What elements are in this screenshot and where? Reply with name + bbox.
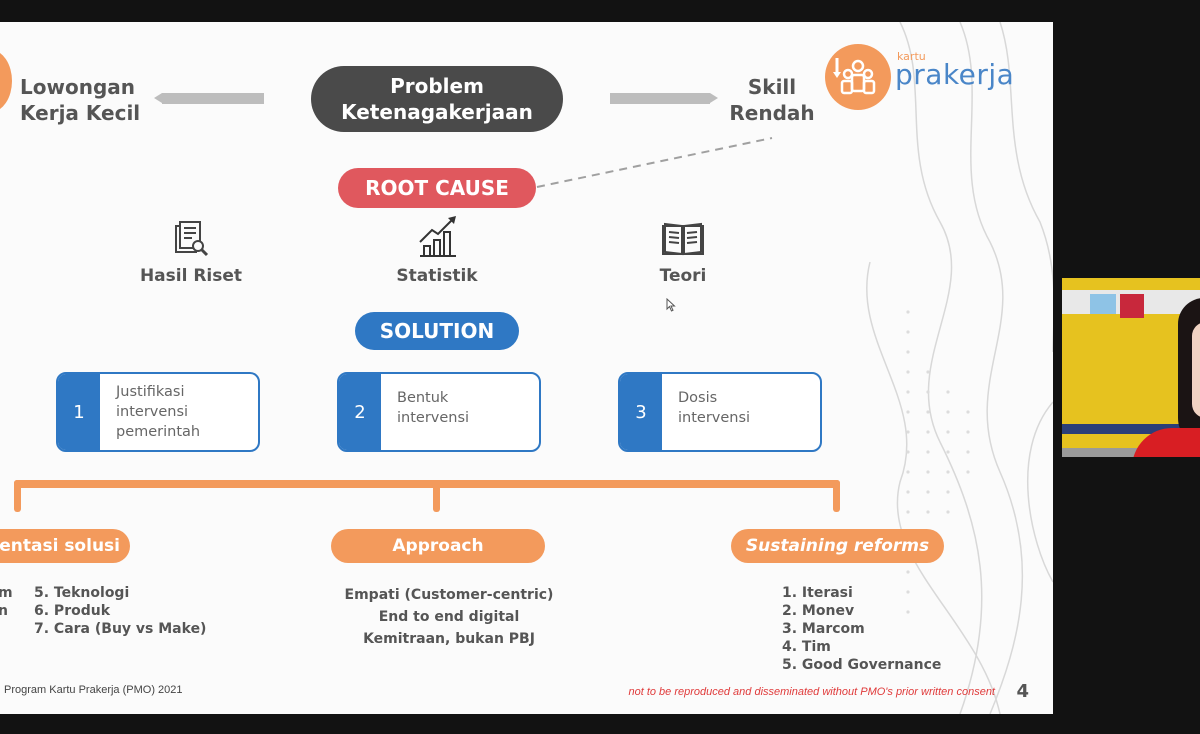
list-item: 5. Teknologi [34, 585, 130, 601]
open-book-icon [662, 222, 704, 256]
left-arrow-head [154, 93, 162, 103]
source-label: Teori [659, 266, 707, 286]
video-logo-blue [1090, 294, 1116, 314]
label-line: Rendah [729, 101, 815, 125]
participant-face [1192, 322, 1200, 418]
pill-label: entasi solusi [0, 536, 120, 556]
approach-list: Empati (Customer-centric) End to end dig… [330, 584, 568, 650]
presentation-slide: Lowongan Kerja Kecil Problem Ketenagaker… [0, 22, 1053, 714]
label-line: Skill [747, 75, 797, 99]
video-stripe-blue [1062, 424, 1200, 434]
list-item: 7. Cara (Buy vs Make) [34, 621, 207, 637]
pill-line: Problem [390, 74, 484, 98]
card-text: Bentuk intervensi [381, 374, 469, 450]
logo-people-icon [825, 44, 891, 110]
source-label: Hasil Riset [139, 266, 243, 286]
label-line: Kerja Kecil [20, 101, 141, 125]
solution-card-3: 3 Dosis intervensi [618, 372, 822, 452]
skill-rendah-label: Skill Rendah [726, 74, 818, 126]
approach-pill: Approach [331, 529, 545, 563]
footer-copyright: Program Kartu Prakerja (PMO) 2021 [4, 684, 183, 696]
logo-small-text: kartu [897, 50, 926, 63]
implementasi-list-col2: 5. Teknologi 6. Produk 7. Cara (Buy vs M… [34, 584, 206, 638]
source-hasil-riset: Hasil Riset [111, 218, 271, 286]
pill-line: Ketenagakerjaan [341, 100, 533, 124]
bracket-right-leg [833, 480, 840, 512]
list-item: Kemitraan, bukan PBJ [363, 631, 535, 647]
right-arrow-head [710, 93, 718, 103]
source-teori: Teori [603, 218, 763, 286]
list-item: End to end digital [378, 609, 520, 625]
participant-video-tile[interactable] [1062, 278, 1200, 457]
card-line: intervensi [678, 410, 751, 426]
research-document-icon [175, 221, 209, 257]
card-line: Dosis [678, 390, 718, 406]
card-line: intervensi [397, 410, 470, 426]
solution-card-1: 1 Justifikasi intervensi pemerintah [56, 372, 260, 452]
dot-pattern [906, 310, 970, 614]
list-item: 3. Marcom [782, 621, 865, 637]
video-logo-red [1120, 294, 1144, 318]
card-number: 3 [620, 374, 662, 450]
card-line: Bentuk [397, 390, 449, 406]
dashed-connector [536, 137, 773, 188]
list-item: 6. Produk [34, 603, 111, 619]
solution-card-2: 2 Bentuk intervensi [337, 372, 541, 452]
list-item: Empati (Customer-centric) [344, 587, 554, 603]
list-item: 5. Good Governance [782, 657, 942, 673]
solution-pill: SOLUTION [355, 312, 519, 350]
card-line: pemerintah [116, 424, 201, 440]
kartu-prakerja-logo: kartu prakerja [825, 44, 1025, 112]
logo-main-text: prakerja [895, 58, 1015, 91]
source-statistik: Statistik [357, 214, 517, 286]
left-arrow-bar [162, 93, 264, 104]
list-item: 2. Monev [782, 603, 855, 619]
right-arrow-bar [610, 93, 710, 104]
list-item: n [0, 603, 8, 619]
page-number: 4 [1016, 681, 1029, 702]
sustaining-reforms-list: 1. Iterasi 2. Monev 3. Marcom 4. Tim 5. … [782, 584, 941, 674]
list-item: m [0, 585, 13, 601]
footer-disclaimer: not to be reproduced and disseminated wi… [628, 686, 995, 698]
card-line: intervensi [116, 404, 189, 420]
sustaining-reforms-pill: Sustaining reforms [731, 529, 944, 563]
mouse-cursor-icon [666, 298, 676, 312]
video-stripe-gray [1062, 448, 1200, 457]
source-label: Statistik [396, 266, 478, 286]
card-line: Justifikasi [116, 384, 185, 400]
root-cause-pill: ROOT CAUSE [338, 168, 536, 208]
problem-ketenagakerjaan-pill: Problem Ketenagakerjaan [311, 66, 563, 132]
implementasi-solusi-pill: entasi solusi [0, 529, 130, 563]
card-number: 2 [339, 374, 381, 450]
bracket-horizontal [14, 480, 840, 488]
label-line: Lowongan [20, 75, 135, 99]
card-number: 1 [58, 374, 100, 450]
statistics-chart-icon [419, 216, 456, 257]
lowongan-kerja-label: Lowongan Kerja Kecil [20, 74, 140, 126]
card-text: Dosis intervensi [662, 374, 750, 450]
bracket-mid-leg [433, 480, 440, 512]
implementasi-list-col1: m n [0, 584, 13, 620]
list-item: 4. Tim [782, 639, 831, 655]
bracket-left-leg [14, 480, 21, 512]
card-text: Justifikasi intervensi pemerintah [100, 374, 200, 450]
left-orange-circle [0, 50, 12, 112]
list-item: 1. Iterasi [782, 585, 853, 601]
